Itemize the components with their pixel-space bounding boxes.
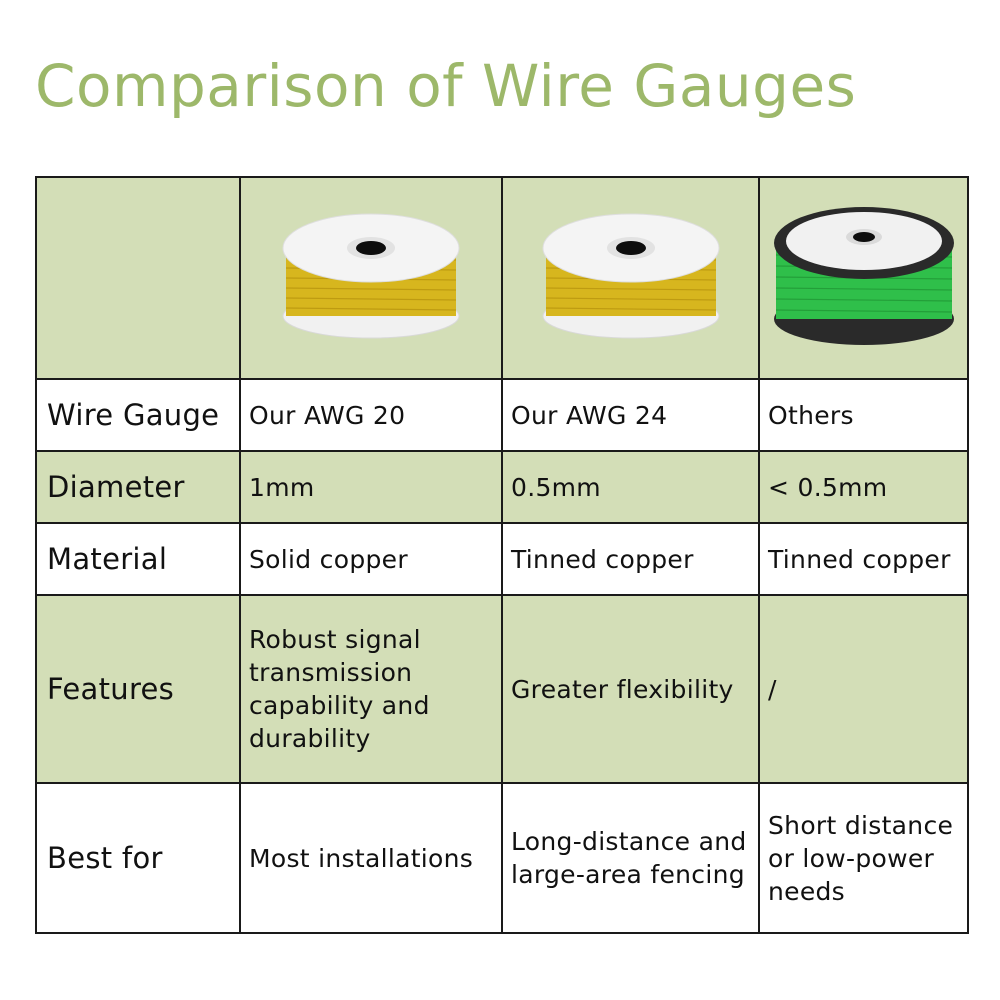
table-cell: Long-distance and large-area fencing bbox=[501, 782, 760, 934]
row-label: Features bbox=[35, 594, 241, 784]
table-cell: < 0.5mm bbox=[758, 450, 969, 524]
row-label: Material bbox=[35, 522, 241, 596]
table-cell: Tinned copper bbox=[758, 522, 969, 596]
table-cell: Tinned copper bbox=[501, 522, 760, 596]
table-row: Features Robust signal transmission capa… bbox=[35, 594, 969, 784]
table-row: Best for Most installations Long-distanc… bbox=[35, 782, 969, 934]
table-row: Wire Gauge Our AWG 20 Our AWG 24 Others bbox=[35, 378, 969, 452]
row-label: Diameter bbox=[35, 450, 241, 524]
table-cell: Solid copper bbox=[239, 522, 503, 596]
table-cell: Our AWG 24 bbox=[501, 378, 760, 452]
spool-image-cell bbox=[501, 176, 760, 380]
table-row: Diameter 1mm 0.5mm < 0.5mm bbox=[35, 450, 969, 524]
table-cell: Short distance or low-power needs bbox=[758, 782, 969, 934]
table-cell: 0.5mm bbox=[501, 450, 760, 524]
table-cell: Greater flexibility bbox=[501, 594, 760, 784]
table-cell: Most installations bbox=[239, 782, 503, 934]
table-cell: Our AWG 20 bbox=[239, 378, 503, 452]
table-cell: Others bbox=[758, 378, 969, 452]
spool-image-cell bbox=[239, 176, 503, 380]
yellow-wire-spool bbox=[542, 213, 719, 339]
row-label: Wire Gauge bbox=[35, 378, 241, 452]
comparison-table: Wire Gauge Our AWG 20 Our AWG 24 Others … bbox=[35, 176, 969, 934]
green-wire-spool bbox=[773, 207, 954, 345]
table-cell: 1mm bbox=[239, 450, 503, 524]
table-cell: Robust signal transmission capability an… bbox=[239, 594, 503, 784]
empty-header-cell bbox=[35, 176, 241, 380]
page-title: Comparison of Wire Gauges bbox=[35, 52, 857, 120]
spool-image-cell bbox=[758, 176, 969, 380]
table-row: Material Solid copper Tinned copper Tinn… bbox=[35, 522, 969, 596]
image-row bbox=[35, 176, 969, 380]
yellow-wire-spool bbox=[282, 213, 460, 339]
row-label: Best for bbox=[35, 782, 241, 934]
table-cell: / bbox=[758, 594, 969, 784]
